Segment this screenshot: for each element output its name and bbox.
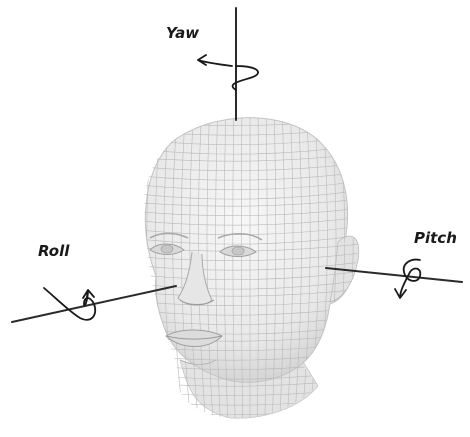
mesh-line — [130, 108, 370, 116]
roll-label: Roll — [38, 242, 70, 260]
yaw-label: Yaw — [166, 24, 199, 42]
mesh-line — [361, 105, 379, 420]
roll-rotation-arrow-icon — [44, 288, 95, 320]
head-model — [130, 105, 379, 420]
pitch-label: Pitch — [414, 229, 457, 247]
mesh-line — [130, 105, 146, 420]
pitch-rotation-arrow-icon — [395, 260, 420, 298]
yaw-rotation-arrow-icon — [198, 55, 258, 90]
